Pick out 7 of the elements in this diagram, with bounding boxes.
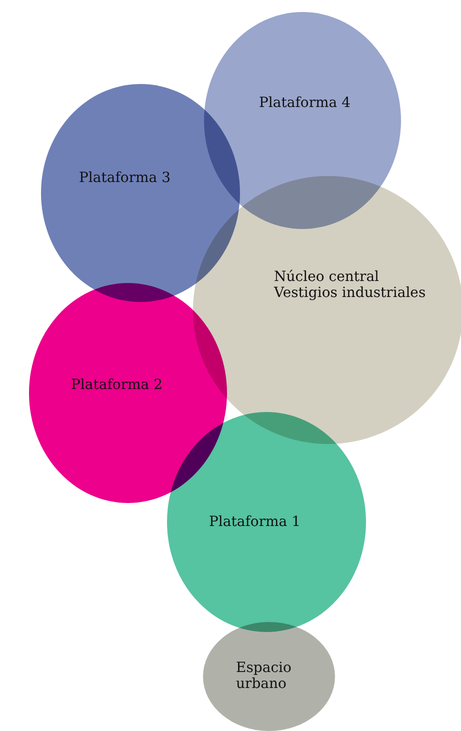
circle-label: Plataforma 4 xyxy=(259,95,352,111)
circle-label: Espacio urbano xyxy=(236,660,292,692)
circle-label: Plataforma 1 xyxy=(209,514,302,530)
circle-label: Plataforma 3 xyxy=(79,170,172,186)
circle-label: Plataforma 2 xyxy=(71,377,164,393)
circle-label: Vestigios industriales xyxy=(274,285,427,301)
circle-label: Núcleo central xyxy=(274,269,380,285)
